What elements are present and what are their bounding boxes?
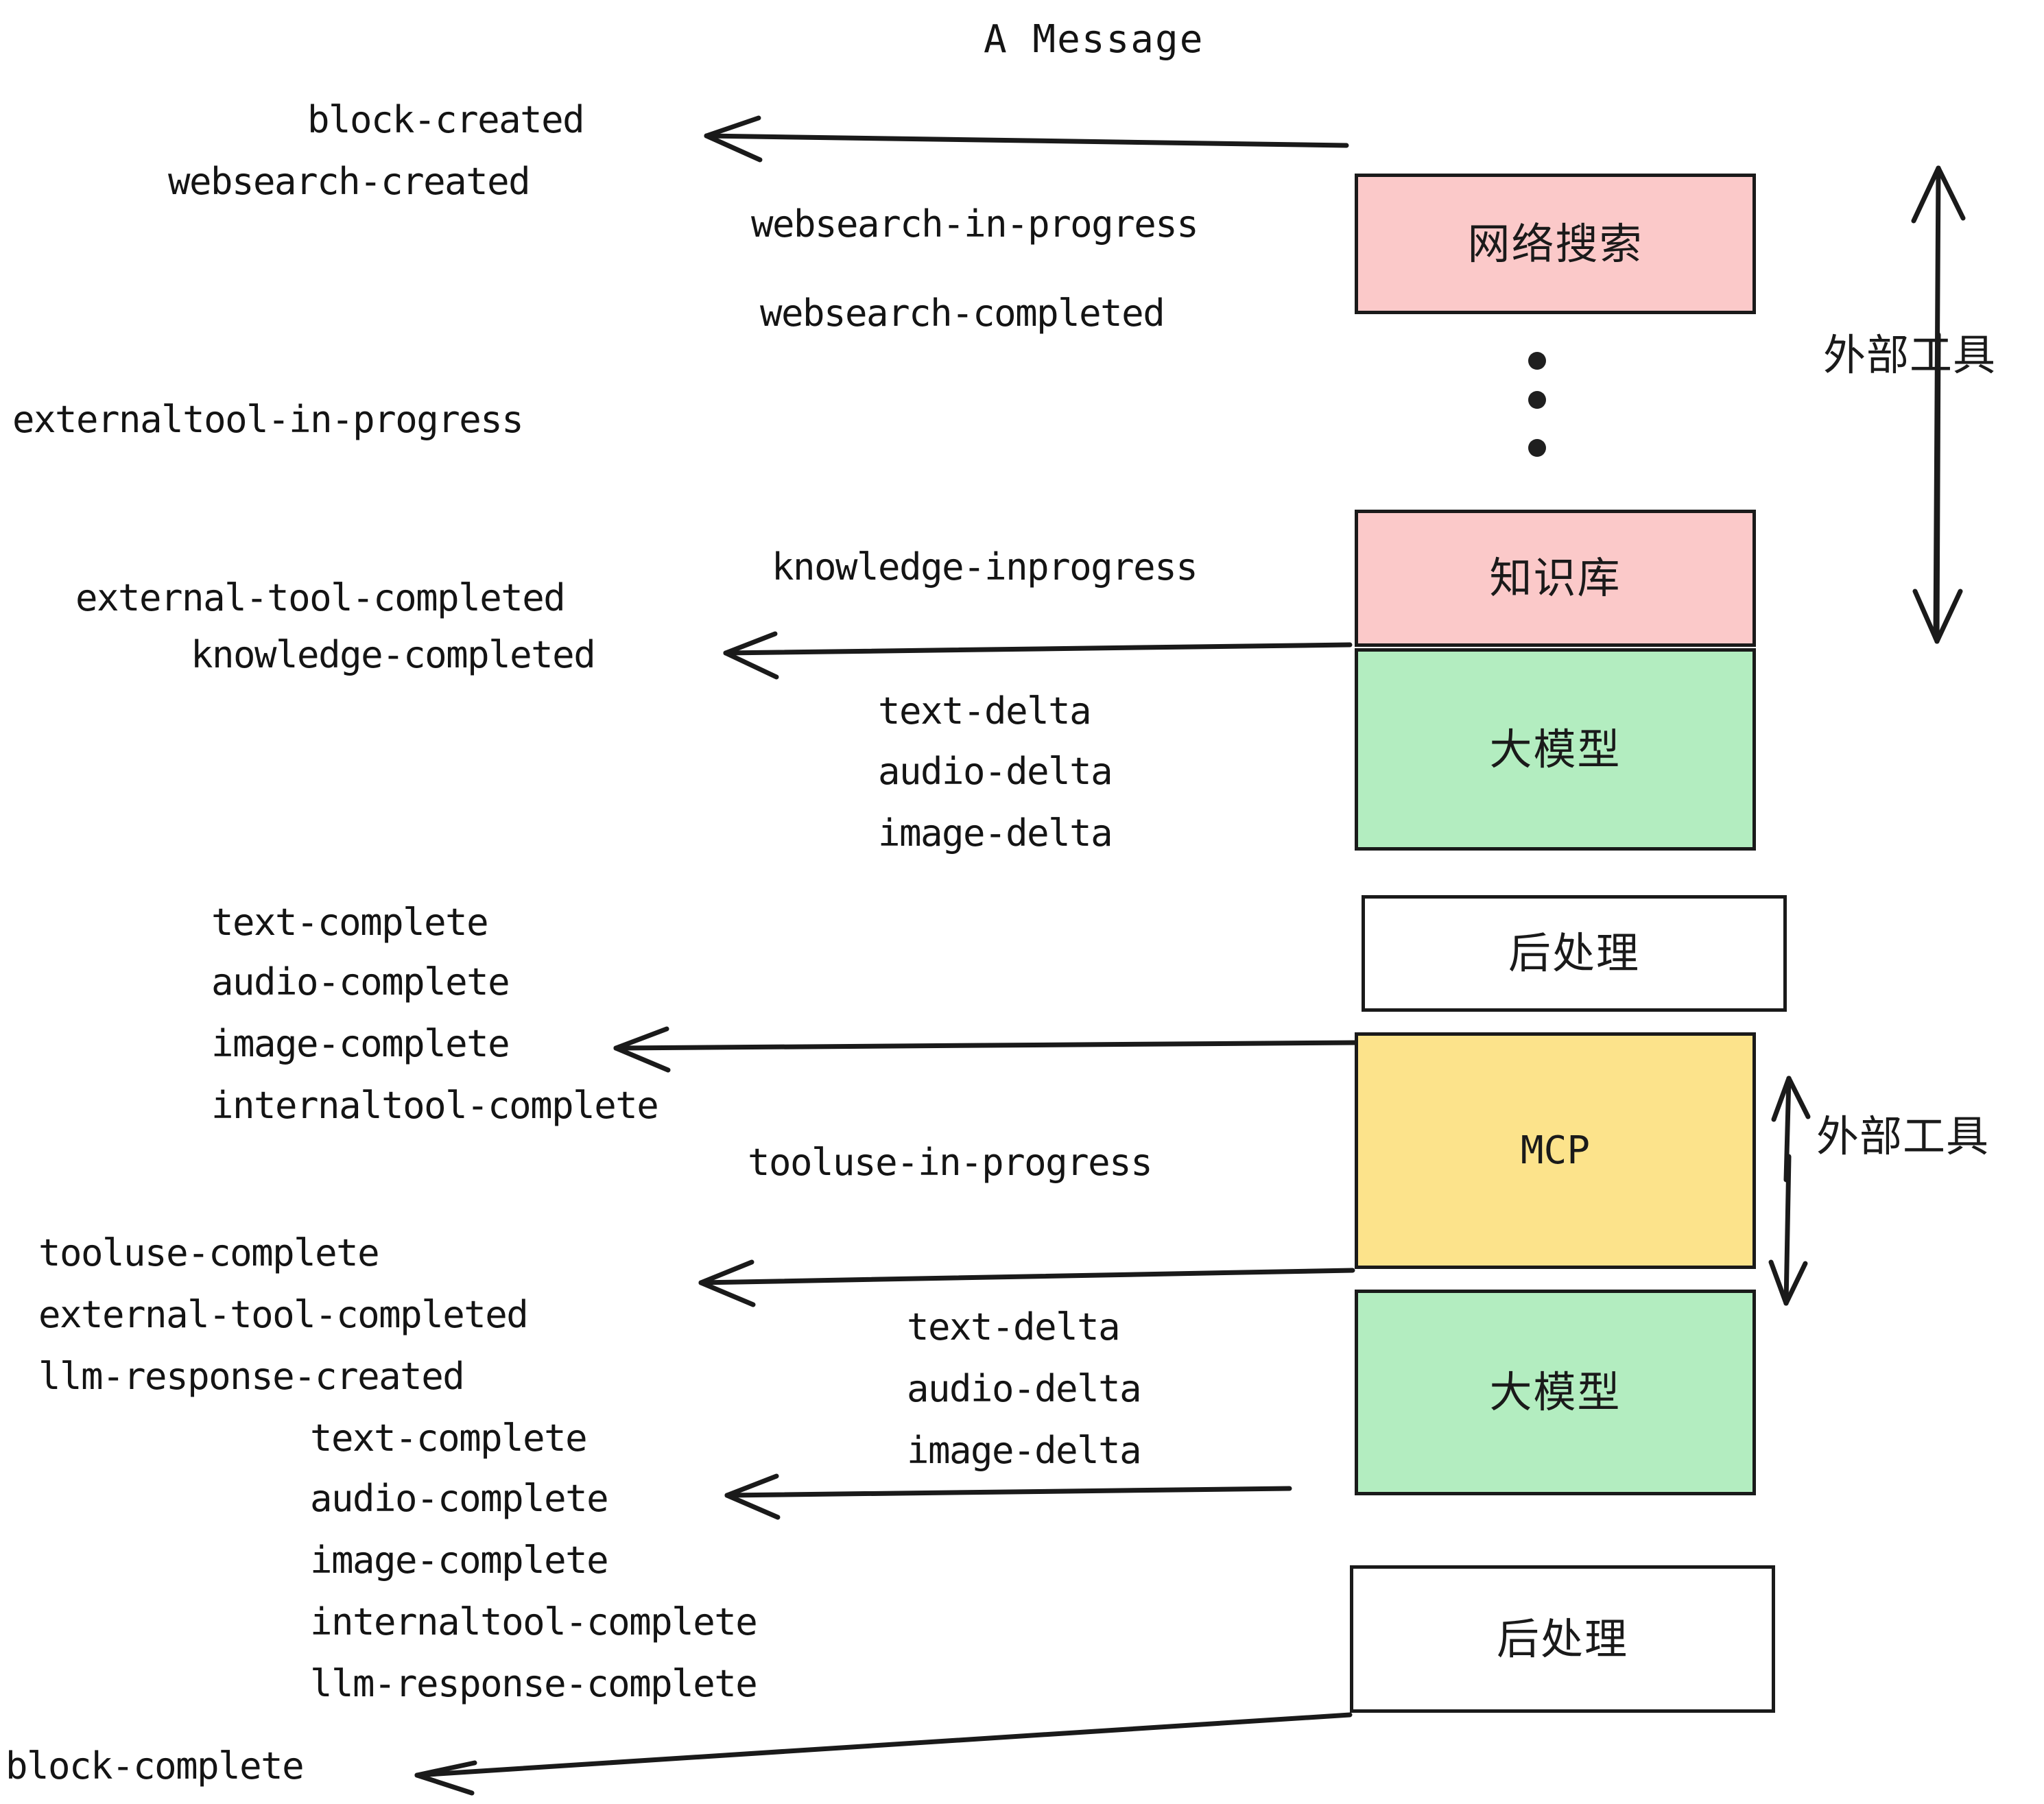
- ellipsis-dot-3: [1528, 439, 1546, 457]
- event-tooluse-in-progress: tooluse-in-progress: [748, 1141, 1153, 1184]
- node-mcp-label: MCP: [1520, 1128, 1591, 1173]
- event-websearch-created: websearch-created: [168, 160, 531, 203]
- node-knowledge-label: 知识库: [1489, 553, 1621, 603]
- event-text-complete-1: text-complete: [211, 901, 489, 944]
- side-label-external-tools-bottom-text: 外部工具: [1816, 1111, 1990, 1161]
- event-audio-complete-1: audio-complete: [211, 960, 510, 1004]
- event-image-complete-2: image-complete: [310, 1539, 609, 1582]
- node-postprocess-1[interactable]: 后处理: [1362, 895, 1787, 1012]
- event-knowledge-completed: knowledge-completed: [191, 633, 596, 676]
- event-image-delta-1: image-delta: [878, 811, 1113, 855]
- event-block-created: block-created: [307, 98, 585, 141]
- arrow-external-tools-up-bottom: [1783, 1076, 1792, 1183]
- node-postprocess-2-label: 后处理: [1496, 1613, 1628, 1664]
- node-postprocess-2[interactable]: 后处理: [1350, 1565, 1775, 1713]
- node-llm-1[interactable]: 大模型: [1355, 648, 1756, 851]
- side-label-external-tools-top-text: 外部工具: [1823, 330, 1997, 380]
- node-knowledge[interactable]: 知识库: [1355, 510, 1756, 647]
- node-llm-2-label: 大模型: [1489, 1367, 1621, 1417]
- event-llm-response-complete: llm-response-complete: [310, 1662, 758, 1705]
- arrow-external-tools-down-bottom: [1783, 1154, 1792, 1306]
- page-title: A Message: [984, 17, 1204, 62]
- node-mcp[interactable]: MCP: [1355, 1032, 1756, 1269]
- event-block-complete: block-complete: [5, 1744, 305, 1788]
- node-websearch-label: 网络搜索: [1467, 218, 1643, 269]
- ellipsis-dot-2: [1528, 391, 1546, 409]
- arrow-llm2-to-audio-complete: [724, 1486, 1292, 1498]
- event-websearch-in-progress: websearch-in-progress: [751, 202, 1199, 246]
- node-llm-2[interactable]: 大模型: [1355, 1290, 1756, 1495]
- arrow-external-tools-down-top: [1934, 332, 1941, 644]
- event-internaltool-complete-1: internaltool-complete: [211, 1084, 659, 1127]
- event-external-tool-completed-1: external-tool-completed: [75, 576, 566, 619]
- event-websearch-completed: websearch-completed: [760, 292, 1165, 335]
- event-audio-delta-1: audio-delta: [878, 750, 1113, 793]
- node-llm-1-label: 大模型: [1489, 724, 1621, 774]
- arrow-post2-to-block-complete: [414, 1712, 1353, 1778]
- arrow-post1-to-image-complete: [613, 1040, 1361, 1051]
- event-text-delta-2: text-delta: [907, 1305, 1121, 1349]
- event-audio-complete-2: audio-complete: [310, 1477, 609, 1520]
- event-image-complete-1: image-complete: [211, 1022, 510, 1065]
- event-externaltool-in-progress: externaltool-in-progress: [12, 398, 524, 441]
- arrow-knowledge-to-completed: [723, 642, 1353, 656]
- event-audio-delta-2: audio-delta: [907, 1367, 1142, 1410]
- event-internaltool-complete-2: internaltool-complete: [310, 1600, 758, 1643]
- event-external-tool-completed-2: external-tool-completed: [38, 1293, 529, 1336]
- arrow-external-tools-up: [1933, 165, 1941, 641]
- event-tooluse-complete: tooluse-complete: [38, 1231, 380, 1274]
- node-websearch[interactable]: 网络搜索: [1355, 174, 1756, 314]
- event-knowledge-inprogress: knowledge-inprogress: [772, 545, 1198, 589]
- ellipsis-dot-1: [1528, 352, 1546, 370]
- event-image-delta-2: image-delta: [907, 1429, 1142, 1472]
- event-llm-response-created: llm-response-created: [38, 1355, 465, 1398]
- event-text-complete-2: text-complete: [310, 1416, 588, 1460]
- side-label-external-tools-top: 外部工具: [1823, 334, 1996, 377]
- event-text-delta-1: text-delta: [878, 689, 1092, 733]
- node-postprocess-1-label: 后处理: [1508, 928, 1640, 978]
- arrow-mcp-to-tooluse-complete: [698, 1268, 1355, 1285]
- side-label-external-tools-bottom: 外部工具: [1816, 1115, 1989, 1158]
- arrow-websearch-to-created: [704, 133, 1349, 148]
